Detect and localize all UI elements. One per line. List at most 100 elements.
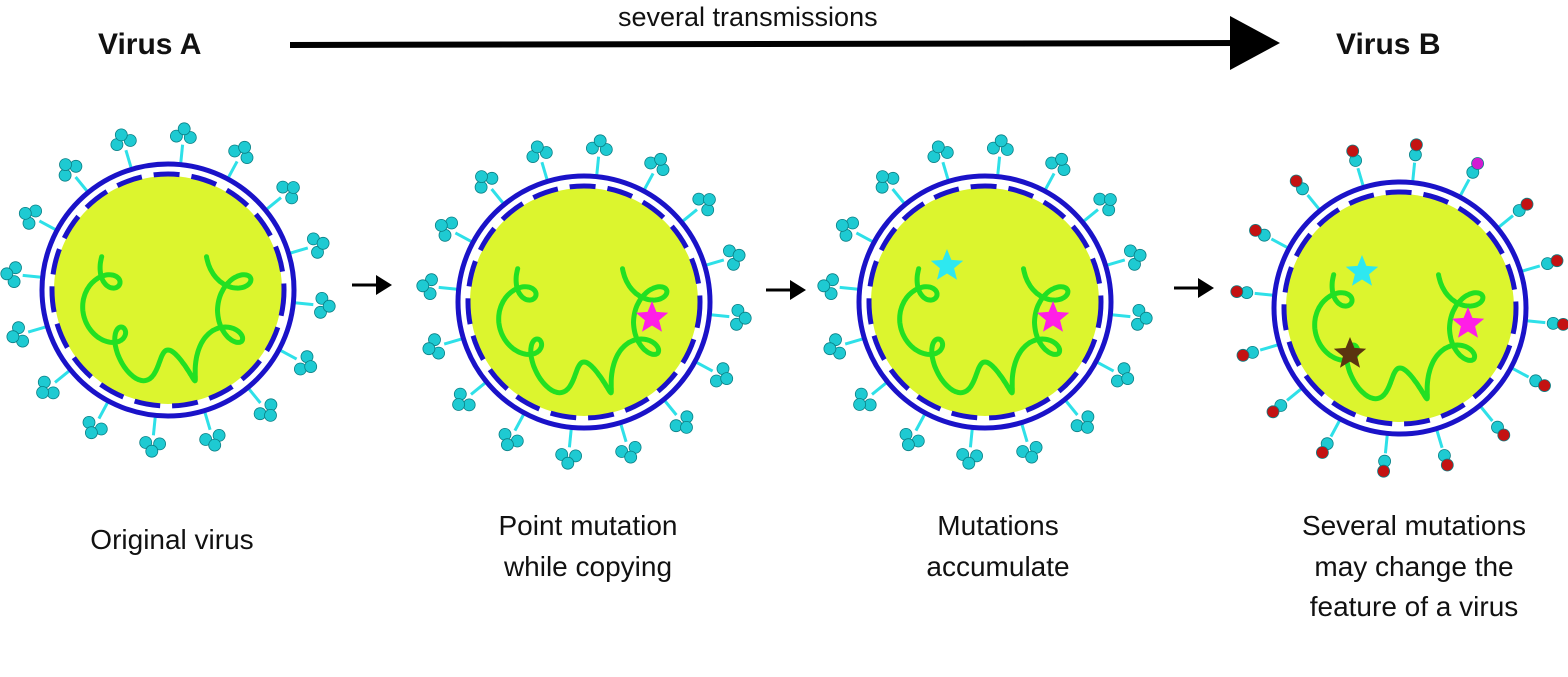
step-arrows — [352, 275, 1214, 300]
spike-head — [1289, 174, 1303, 188]
spike-head — [1000, 143, 1014, 156]
spike-stalk — [1510, 366, 1530, 379]
spike-stalk — [642, 172, 655, 192]
spike-head — [680, 410, 694, 424]
rna-strand — [897, 266, 1071, 396]
spike — [226, 140, 254, 180]
virus-a-label: Virus A — [98, 28, 202, 61]
spike — [704, 244, 746, 271]
caption-virus-2: Point mutation while copying — [498, 510, 678, 582]
spike-stalk — [680, 208, 698, 224]
spike-stalk — [914, 412, 927, 432]
spike-head — [276, 180, 290, 194]
spike-head — [264, 409, 277, 422]
spike-stalk — [264, 196, 282, 212]
spike-head — [0, 267, 14, 281]
spike-head — [669, 419, 683, 433]
spike-head — [1440, 458, 1454, 472]
spike-stalk — [443, 336, 464, 346]
spike — [1316, 418, 1342, 459]
step-arrow-head — [790, 280, 806, 300]
spike-head — [853, 398, 867, 411]
spike — [416, 273, 459, 301]
spike-head — [530, 140, 544, 154]
spike — [817, 273, 860, 301]
spike-head — [85, 426, 98, 440]
virus-capsid — [1281, 189, 1519, 427]
spike-stalk — [996, 156, 1002, 177]
spike-head — [1093, 192, 1107, 206]
spike-stalk — [540, 161, 550, 182]
step-arrow-head — [1198, 278, 1214, 298]
spike-head — [434, 219, 448, 232]
spike-head — [462, 398, 476, 412]
spike-stalk — [844, 336, 865, 346]
spike — [986, 134, 1014, 177]
spike-stalk — [124, 149, 134, 170]
spike-stalk — [1520, 264, 1541, 274]
spike — [1249, 224, 1290, 250]
transmission-label: several transmissions — [618, 2, 878, 32]
spike-head — [1139, 311, 1153, 325]
spike — [1230, 285, 1275, 300]
spike-head — [1081, 421, 1094, 434]
spike — [110, 128, 137, 170]
spike-stalk — [704, 258, 725, 268]
spike-head — [1102, 203, 1116, 217]
mutation-star-magenta — [635, 301, 669, 332]
spike-stalk — [513, 412, 526, 432]
spike — [139, 415, 167, 458]
spike — [293, 291, 336, 319]
spike-head — [1497, 428, 1511, 442]
spike-head — [475, 170, 488, 184]
spike-head — [6, 330, 20, 344]
spike-head — [555, 448, 569, 461]
spike-stalk — [1434, 428, 1444, 449]
spike — [1408, 138, 1423, 183]
spike-head — [425, 273, 438, 287]
mutation-star-cyan — [930, 249, 964, 280]
spike-head — [315, 291, 329, 305]
spike — [1081, 192, 1117, 224]
virus-capsid — [465, 183, 703, 421]
spike — [1016, 422, 1043, 464]
spike — [642, 152, 670, 192]
spike-head — [208, 438, 222, 452]
spike-stalk — [1270, 237, 1290, 250]
spike-stalk — [709, 313, 730, 319]
spike-head — [177, 122, 191, 136]
spike — [278, 348, 318, 376]
spike-head — [835, 219, 849, 232]
spike-stalk — [1254, 291, 1275, 297]
spike — [498, 412, 526, 452]
spike-stalk — [595, 156, 601, 177]
spike-stalk — [891, 188, 907, 206]
spike-stalk — [1095, 360, 1115, 373]
spike-head — [36, 386, 50, 399]
spike — [36, 368, 72, 400]
caption-virus-3: Mutations accumulate — [926, 510, 1070, 582]
mutation-star-magenta — [1451, 307, 1485, 338]
spike — [1236, 342, 1280, 362]
spike-head — [485, 171, 499, 185]
spike — [956, 427, 984, 470]
spike — [1105, 244, 1147, 271]
spike-head — [703, 193, 716, 206]
virus-group — [0, 122, 1568, 478]
spike-head — [875, 180, 889, 194]
step-arrow-3 — [1174, 278, 1214, 298]
spike-head — [826, 273, 839, 287]
spike-head — [732, 248, 746, 262]
spike-head — [322, 299, 336, 313]
spike-stalk — [490, 188, 506, 206]
spike-head — [1409, 138, 1423, 152]
spike-head — [1070, 419, 1084, 433]
spike — [899, 412, 927, 452]
transmission-arrow-head — [1230, 16, 1280, 70]
spike-stalk — [968, 427, 974, 448]
spike-head — [145, 444, 159, 458]
spike-head — [561, 456, 575, 470]
spike-head — [1266, 405, 1280, 419]
spike-stalk — [1383, 433, 1389, 454]
spike-stalk — [202, 410, 212, 431]
